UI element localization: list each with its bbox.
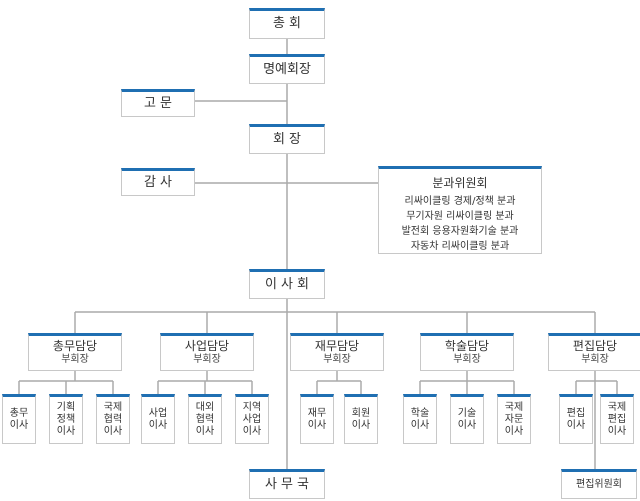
member-line: 협력: [195, 414, 215, 425]
division-box-general-affairs: 총무담당 부회장: [28, 333, 122, 371]
member-line: 기술: [457, 408, 477, 419]
member-line: 사업: [242, 414, 262, 425]
member-line: 편집: [607, 414, 627, 425]
auditor-label: 감사: [144, 174, 176, 190]
member-box: 학술 이사: [403, 394, 437, 444]
member-box: 총무 이사: [2, 394, 36, 444]
member-line: 사업: [148, 408, 168, 419]
member-line: 이사: [504, 426, 524, 437]
branch-committee-title: 분과위원회: [432, 176, 488, 190]
member-box: 편집 이사: [559, 394, 593, 444]
branch-item: 자동차 리싸이클링 분과: [410, 241, 510, 252]
member-box: 회원 이사: [344, 394, 378, 444]
branch-item: 리싸이클링 경제/정책 분과: [404, 196, 516, 207]
member-line: 이사: [148, 420, 168, 431]
member-box: 재무 이사: [300, 394, 334, 444]
advisor-label: 고문: [144, 95, 176, 111]
secretariat-box: 사무국: [249, 469, 325, 499]
member-line: 국제: [504, 402, 524, 413]
member-line: 이사: [307, 420, 327, 431]
branch-item: 무기자원 리싸이클링 분과: [406, 211, 514, 222]
member-line: 국제: [607, 402, 627, 413]
member-box: 지역 사업 이사: [235, 394, 269, 444]
member-box: 국제 자문 이사: [497, 394, 531, 444]
member-box: 사업 이사: [141, 394, 175, 444]
president-label: 회장: [273, 131, 305, 147]
member-line: 이사: [607, 426, 627, 437]
division-box-finance: 재무담당 부회장: [290, 333, 384, 371]
member-line: 협력: [103, 414, 123, 425]
member-box: 기술 이사: [450, 394, 484, 444]
member-line: 재무: [307, 408, 327, 419]
general-assembly-box: 총회: [249, 8, 325, 39]
board-box: 이사회: [249, 269, 325, 299]
member-line: 회원: [351, 408, 371, 419]
member-line: 대외: [195, 402, 215, 413]
general-assembly-label: 총회: [273, 16, 305, 32]
division-role: 부회장: [61, 354, 89, 366]
division-title: 재무담당: [314, 339, 360, 354]
editorial-committee-label: 편집위원회: [576, 478, 622, 490]
board-label: 이사회: [265, 276, 313, 292]
member-line: 자문: [504, 414, 524, 425]
member-box: 국제 협력 이사: [96, 394, 130, 444]
editorial-committee-box: 편집위원회: [561, 469, 637, 499]
member-line: 이사: [351, 420, 371, 431]
member-line: 국제: [103, 402, 123, 413]
member-line: 이사: [410, 420, 430, 431]
division-title: 사업담당: [184, 339, 230, 354]
member-line: 기획: [56, 402, 76, 413]
president-box: 회장: [249, 124, 325, 154]
division-title: 편집담당: [572, 339, 618, 354]
member-line: 이사: [242, 426, 262, 437]
member-line: 이사: [9, 420, 29, 431]
secretariat-label: 사무국: [265, 476, 313, 492]
branch-committee-list: 리싸이클링 경제/정책 분과 무기자원 리싸이클링 분과 발전회 응용자원화기술…: [402, 194, 519, 254]
member-box: 국제 편집 이사: [600, 394, 634, 444]
member-line: 총무: [9, 408, 29, 419]
member-line: 정책: [56, 414, 76, 425]
division-title: 학술담당: [444, 339, 490, 354]
branch-item: 발전회 응용자원화기술 분과: [401, 226, 519, 237]
member-line: 이사: [103, 426, 123, 437]
member-line: 이사: [566, 420, 586, 431]
member-box: 대외 협력 이사: [188, 394, 222, 444]
division-role: 부회장: [323, 354, 351, 366]
division-box-business: 사업담당 부회장: [160, 333, 254, 371]
member-line: 편집: [566, 408, 586, 419]
division-role: 부회장: [581, 354, 609, 366]
division-title: 총무담당: [52, 339, 98, 354]
branch-committee-box: 분과위원회 리싸이클링 경제/정책 분과 무기자원 리싸이클링 분과 발전회 응…: [378, 166, 542, 254]
member-line: 이사: [195, 426, 215, 437]
member-line: 지역: [242, 402, 262, 413]
division-box-academic: 학술담당 부회장: [420, 333, 514, 371]
member-box: 기획 정책 이사: [49, 394, 83, 444]
auditor-box: 감사: [121, 168, 195, 196]
honorary-president-label: 명예회장: [263, 61, 311, 77]
honorary-president-box: 명예회장: [249, 54, 325, 84]
member-line: 학술: [410, 408, 430, 419]
division-role: 부회장: [193, 354, 221, 366]
division-role: 부회장: [453, 354, 481, 366]
division-box-editorial: 편집담당 부회장: [548, 333, 640, 371]
member-line: 이사: [56, 426, 76, 437]
advisor-box: 고문: [121, 89, 195, 117]
member-line: 이사: [457, 420, 477, 431]
